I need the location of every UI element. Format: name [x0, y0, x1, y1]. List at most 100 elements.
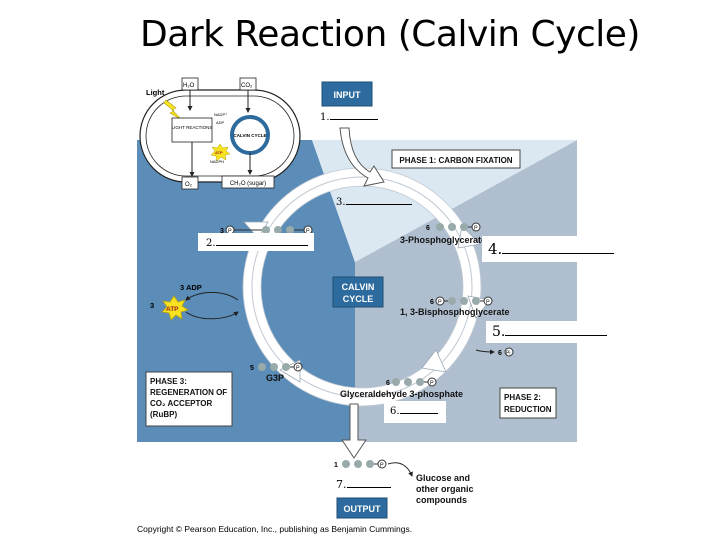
g3p-left-label: G3P [266, 373, 284, 383]
blank-7-number: 7. [336, 478, 347, 491]
svg-text:6: 6 [498, 350, 502, 357]
svg-text:P: P [474, 226, 478, 232]
center-label-2: CYCLE [343, 294, 374, 304]
svg-text:P: P [486, 300, 490, 306]
svg-text:5: 5 [250, 365, 254, 372]
atp-adp-left: 3 ADP 3 ATP [150, 283, 239, 321]
blank-5-box [486, 321, 610, 343]
molecule-chain-top-left: 3 P P [220, 225, 313, 235]
svg-text:6: 6 [430, 299, 434, 306]
molecule-chain-g3p-bottom: 6 P Glyceraldehyde 3-phosphate [340, 377, 463, 399]
light-bolt [163, 99, 183, 121]
svg-text:ATP: ATP [215, 150, 223, 155]
light-label: Light [146, 88, 165, 97]
svg-text:6: 6 [426, 225, 430, 232]
g3p-bottom-label: Glyceraldehyde 3-phosphate [340, 389, 463, 399]
blank-6[interactable]: 6. [390, 406, 438, 417]
input-arrow [339, 127, 385, 187]
svg-text:PHASE 3:: PHASE 3: [150, 377, 187, 386]
blank-1-number: 1. [320, 112, 330, 123]
svg-text:P: P [380, 463, 384, 469]
calvin-cycle-badge: CALVIN CYCLE [332, 276, 384, 308]
ring-arrowhead-bottom-right [421, 349, 447, 373]
svg-text:P: P [438, 300, 442, 306]
blank-1-line [329, 119, 378, 120]
svg-text:P: P [296, 366, 300, 372]
blank-4-line [502, 253, 615, 254]
svg-text:P: P [430, 381, 434, 387]
svg-text:REGENERATION OF: REGENERATION OF [150, 388, 227, 397]
svg-text:NADPH: NADPH [210, 159, 224, 164]
svg-text:CO₂: CO₂ [241, 83, 253, 89]
pi-right: 6 Pi [475, 347, 514, 357]
svg-text:H₂O: H₂O [183, 83, 195, 89]
svg-text:PHASE 2:: PHASE 2: [504, 393, 541, 402]
ring-arrowhead-right-top [457, 225, 481, 249]
svg-text:LIGHT REACTIONS: LIGHT REACTIONS [172, 125, 213, 130]
mini-atp-burst [210, 143, 231, 162]
svg-text:3: 3 [150, 301, 154, 310]
svg-text:1: 1 [334, 462, 338, 469]
adp-arrow [185, 292, 239, 301]
blank-7[interactable]: 7. [336, 478, 391, 491]
blank-5[interactable]: 5. [492, 324, 608, 340]
blank-4-number: 4. [488, 240, 503, 258]
glucose-arrow [387, 462, 413, 477]
phase1-label: PHASE 1: CARBON FIXATION [391, 149, 521, 169]
chloroplast-inset: Light H₂O CO₂ LIGHT REACTIONS CALVIN CYC… [139, 77, 301, 190]
blank-6-line [399, 413, 438, 414]
svg-text:NADP⁺: NADP⁺ [214, 112, 227, 117]
blank-4-box [482, 236, 624, 262]
blank-3-number: 3. [336, 197, 346, 208]
copyright-text: Copyright © Pearson Education, Inc., pub… [137, 524, 413, 534]
glucose-label-1: Glucose and [416, 473, 470, 483]
blank-2[interactable]: 2. [206, 238, 308, 249]
blank-2-number: 2. [206, 238, 216, 249]
svg-text:ADP: ADP [216, 120, 225, 125]
atp-burst [161, 295, 189, 321]
svg-text:(RuBP): (RuBP) [150, 410, 177, 419]
output-label: OUTPUT [344, 504, 382, 514]
svg-text:ATP: ATP [166, 306, 179, 313]
molecule-chain-g3p-left: 5 P G3P [250, 362, 303, 383]
svg-text:CH₂O (sugar): CH₂O (sugar) [230, 181, 266, 187]
blank-1[interactable]: 1. [320, 112, 378, 123]
svg-text:REDUCTION: REDUCTION [504, 405, 552, 414]
svg-text:O₂: O₂ [185, 182, 193, 188]
output-group: OUTPUT [336, 403, 388, 519]
molecule-chain-output: 1 P Glucose and other organic compounds [334, 459, 474, 505]
svg-text:6: 6 [386, 380, 390, 387]
adp-label: 3 ADP [180, 283, 202, 292]
svg-text:PHASE 1: CARBON FIXATION: PHASE 1: CARBON FIXATION [399, 156, 512, 165]
blank-5-line [505, 335, 608, 336]
phase2-label: PHASE 2: REDUCTION [499, 387, 557, 419]
blank-3[interactable]: 3. [336, 197, 412, 208]
blank-6-number: 6. [390, 406, 400, 417]
input-label: INPUT [334, 90, 362, 100]
blank-5-number: 5. [492, 324, 506, 340]
pga-label: 3-Phosphoglycerate [400, 235, 486, 245]
svg-text:CO₂ ACCEPTOR: CO₂ ACCEPTOR [150, 399, 212, 408]
blank-2-box [198, 233, 314, 251]
molecule-chain-bpg: 6 P P 1, 3-Bisphosphoglycerate [400, 296, 510, 317]
blank-6-box [384, 401, 446, 423]
input-group: INPUT [321, 81, 385, 187]
center-label-1: CALVIN [342, 282, 375, 292]
svg-text:3: 3 [220, 228, 224, 235]
svg-text:P: P [306, 229, 310, 235]
atp-arrow [185, 311, 239, 320]
svg-text:CALVIN CYCLE: CALVIN CYCLE [234, 133, 267, 138]
bpg-label: 1, 3-Bisphosphoglycerate [400, 307, 510, 317]
glucose-label-3: compounds [416, 495, 467, 505]
slide-title: Dark Reaction (Calvin Cycle) [140, 14, 640, 55]
phase3-label: PHASE 3: REGENERATION OF CO₂ ACCEPTOR (R… [145, 371, 233, 427]
blank-2-line [215, 245, 308, 246]
blank-7-line [346, 487, 391, 488]
glucose-label-2: other organic [416, 484, 474, 494]
svg-text:Pi: Pi [506, 351, 510, 357]
blank-4[interactable]: 4. [488, 240, 615, 258]
molecule-chain-pga: 6 P 3-Phosphoglycerate [400, 222, 486, 245]
blank-3-line [345, 204, 412, 205]
output-arrow [341, 403, 367, 459]
